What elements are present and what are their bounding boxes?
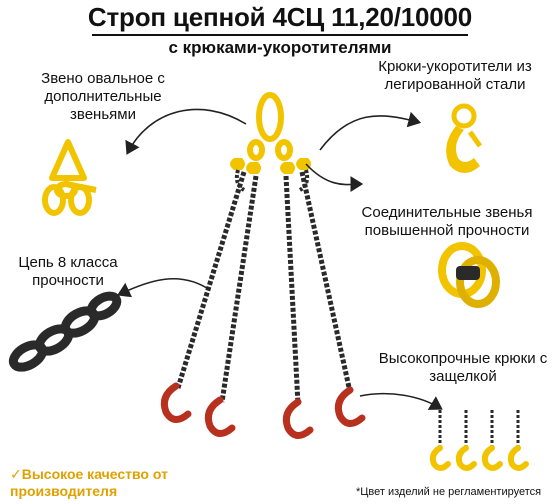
shortening-hook-detail-icon bbox=[446, 103, 483, 173]
page-title: Строп цепной 4СЦ 11,20/10000 bbox=[87, 2, 473, 32]
bottom-hooks bbox=[160, 382, 366, 439]
arrow-to-connecting-link bbox=[305, 163, 364, 193]
oval-link-detail-icon bbox=[42, 139, 97, 216]
label-safety-hooks: Высокопрочные крюки с защелкой bbox=[378, 350, 548, 385]
title-underline bbox=[92, 34, 468, 36]
label-oval-link: Звено овальное с дополнительные звеньями bbox=[41, 70, 165, 123]
mini-slings-icon bbox=[429, 410, 529, 471]
quality-note: ✓Высокое качество от производителя bbox=[10, 466, 168, 499]
arrow-to-oval-link bbox=[125, 108, 247, 155]
label-shortening-hooks: Крюки-укоротители из легированной стали bbox=[378, 58, 532, 93]
color-footnote: *Цвет изделий не регламентируется bbox=[356, 486, 542, 498]
label-connecting-links: Соединительные звенья повышенной прочнос… bbox=[361, 204, 533, 239]
connecting-link-detail-icon bbox=[438, 242, 500, 308]
page-subtitle: с крюками-укоротителями bbox=[168, 38, 392, 57]
master-link-icon bbox=[247, 92, 293, 161]
arrow-to-shortening-hook bbox=[319, 111, 422, 151]
chain-legs bbox=[175, 171, 353, 405]
chain-detail-icon bbox=[8, 291, 122, 372]
callout-arrows bbox=[117, 108, 443, 410]
arrow-to-chain bbox=[117, 278, 211, 298]
arrow-to-mini-slings bbox=[359, 392, 443, 410]
label-chain-grade: Цепь 8 класса прочности bbox=[18, 254, 118, 289]
shortening-loops bbox=[234, 169, 310, 192]
shortening-hook-cluster-icon bbox=[230, 158, 311, 174]
